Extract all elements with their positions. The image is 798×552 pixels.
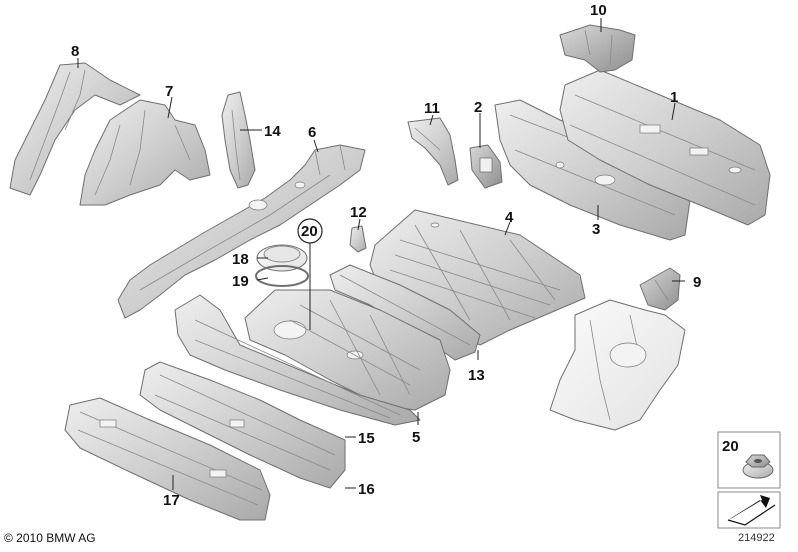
- part-13-cross-member: [329, 264, 481, 361]
- callout-20: 20: [301, 223, 318, 240]
- part-9-bracket: [639, 267, 681, 311]
- part-1-rear-panel: [559, 69, 771, 226]
- part-12-bracket: [349, 225, 367, 253]
- callout-7: 7: [165, 83, 173, 100]
- callout-12: 12: [350, 204, 367, 221]
- callout-8: 8: [71, 43, 79, 60]
- part-14-bracket: [221, 91, 256, 189]
- part-18-19-plug-seal: [255, 244, 309, 287]
- part-7-wheel-house: [79, 99, 211, 206]
- right-side-panel: [549, 299, 686, 431]
- callout-13: 13: [468, 367, 485, 384]
- callout-19: 19: [232, 273, 249, 290]
- part-2-plate: [469, 144, 503, 189]
- callout-1: 1: [670, 89, 678, 106]
- legend-part-20: 20: [717, 431, 781, 489]
- part-6-longitudinal-member: [117, 144, 366, 319]
- callout-16: 16: [358, 481, 375, 498]
- part-15-cross-member: [174, 294, 421, 426]
- callout-9: 9: [693, 274, 701, 291]
- direction-arrow-icon: [727, 495, 776, 526]
- part-17-reinforcement: [64, 397, 271, 521]
- flange-nut-icon: [742, 454, 774, 479]
- callout-4: 4: [505, 209, 514, 226]
- leader-lines: [77, 18, 685, 490]
- callout-17: 17: [163, 492, 180, 509]
- callout-2: 2: [474, 99, 482, 116]
- part-8-wheel-arch: [9, 62, 141, 196]
- part-10-bracket: [559, 24, 636, 73]
- drawing-number: 214922: [738, 532, 775, 544]
- callout-5: 5: [412, 429, 420, 446]
- callout-20-circled: 20: [297, 218, 323, 244]
- callout-11: 11: [424, 100, 440, 117]
- callout-10: 10: [590, 2, 607, 19]
- callout-18: 18: [232, 251, 249, 268]
- callout-3: 3: [592, 221, 600, 238]
- part-16-cross-member: [139, 361, 346, 489]
- legend-callout-20: 20: [722, 438, 739, 455]
- legend-arrow-box: [717, 491, 781, 529]
- callout-6: 6: [308, 124, 316, 141]
- copyright-text: © 2010 BMW AG: [4, 531, 96, 545]
- callout-14: 14: [264, 123, 281, 140]
- callout-15: 15: [358, 430, 375, 447]
- part-11-reinforcement: [407, 117, 459, 186]
- part-5-floor-pan: [244, 289, 451, 411]
